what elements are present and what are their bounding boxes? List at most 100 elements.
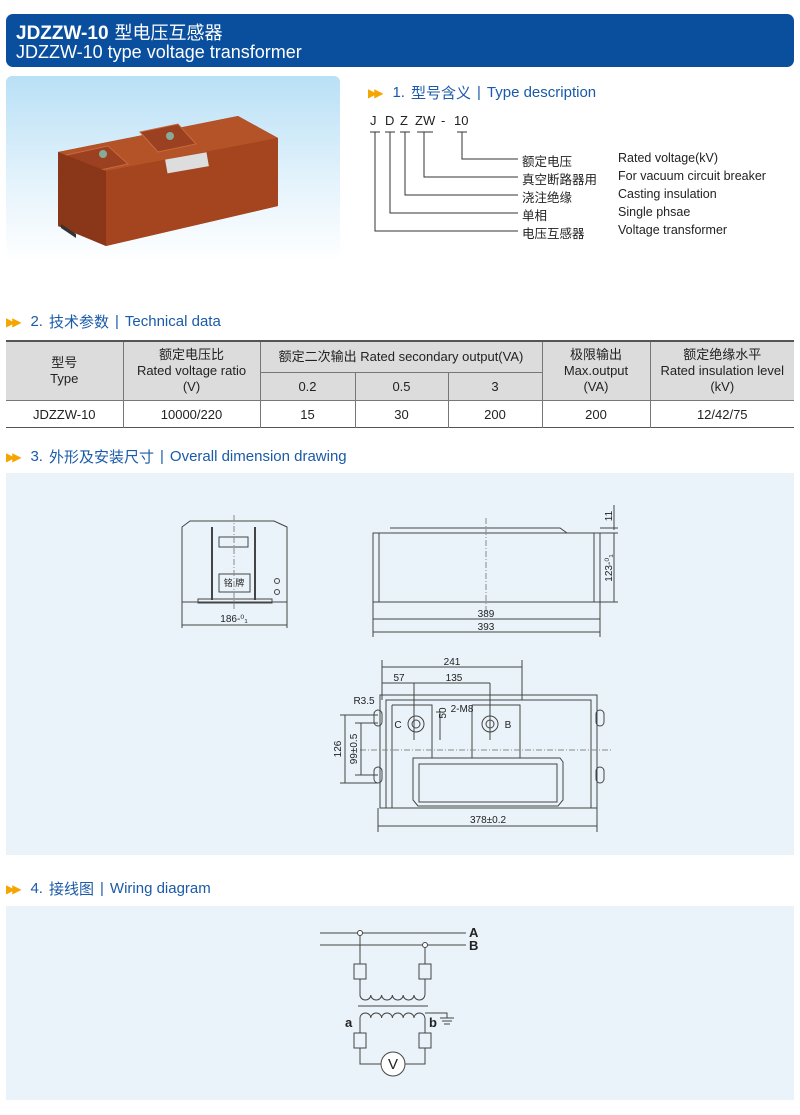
section-number: 4. [30, 880, 43, 897]
code-letter: D [385, 113, 395, 128]
nameplate [165, 152, 209, 174]
code-item-cn: 额定电压 [522, 155, 573, 169]
header-class-0-2: 0.2 [260, 372, 356, 401]
title-en: JDZZW-10 type voltage transformer [16, 42, 302, 62]
wiring-diagram: A B a b V [320, 925, 479, 1077]
section-heading-technical-data: ▶▶ 2. 技术参数 | Technical data [6, 311, 221, 332]
title-cn: 型电压互感器 [114, 23, 223, 43]
dim-50: 50 [438, 707, 449, 719]
node-a [357, 930, 363, 936]
label-a: A [469, 925, 479, 940]
dim-241: 241 [444, 657, 461, 668]
dimension-drawing-panel: 铭 牌 186-⁰₁ 389 393 11 123-⁰₁ 241 57 135 … [6, 473, 794, 855]
dim-11: 11 [604, 510, 615, 521]
arrow-bullet-icon: ▶▶ [6, 449, 22, 464]
header-class-3: 3 [447, 372, 542, 401]
voltmeter-icon [380, 1051, 406, 1077]
cell-ratio: 10000/220 [122, 400, 261, 428]
section-title-cn: 外形及安装尺寸 [48, 449, 154, 466]
terminal-b: B [505, 720, 512, 731]
dim-389: 389 [478, 609, 495, 620]
label-b: B [469, 938, 478, 953]
fuse [418, 1032, 432, 1049]
terminal-c: C [394, 720, 401, 731]
model-title: JDZZW-10 [16, 23, 109, 44]
section-title-cn: 型号含义 [410, 85, 471, 102]
thread-label: 2-M8 [451, 704, 474, 715]
section-number: 1. [392, 84, 405, 101]
voltmeter-label: V [388, 1056, 398, 1073]
dim-57: 57 [393, 673, 405, 684]
dimension-drawing: 铭 牌 186-⁰₁ 389 393 11 123-⁰₁ 241 57 135 … [181, 505, 618, 832]
code-item-cn: 浇注绝缘 [522, 191, 573, 205]
radius-label: R3.5 [353, 696, 375, 707]
dim-378: 378±0.2 [470, 815, 507, 826]
dim-99: 99±0.5 [349, 733, 360, 764]
dim-123: 123-⁰₁ [604, 554, 615, 582]
product-photo [6, 76, 340, 262]
cell-insulation: 12/42/75 [649, 400, 794, 428]
header-class-0-5: 0.5 [354, 372, 449, 401]
product-front [106, 138, 278, 246]
cell-type: JDZZW-10 [6, 400, 124, 428]
section-title-en: Technical data [124, 313, 221, 330]
section-number: 3. [30, 448, 43, 465]
nameplate-label: 铭 牌 [224, 577, 245, 588]
dim-135: 135 [446, 673, 463, 684]
section-title-en: Overall dimension drawing [169, 448, 347, 465]
code-letter: Z [400, 113, 408, 128]
dim-393: 393 [478, 622, 495, 633]
dim-186: 186-⁰₁ [220, 614, 248, 625]
label-sec-a: a [345, 1015, 353, 1030]
code-item-en: Voltage transformer [618, 223, 728, 237]
code-item-en: Single phsae [618, 205, 691, 219]
code-item-cn: 单相 [522, 209, 548, 223]
code-item-en: Rated voltage(kV) [618, 151, 719, 165]
side-view [372, 505, 618, 637]
code-letter: - [441, 113, 446, 128]
secondary-coil [359, 1012, 426, 1019]
section-title-en: Type description [486, 84, 597, 101]
cell-output-0-5: 30 [354, 400, 449, 428]
cell-max-output: 200 [541, 400, 651, 428]
cell-output-3: 200 [447, 400, 543, 428]
wiring-diagram-panel: A B a b V [6, 906, 794, 1100]
section-title-cn: 接线图 [48, 881, 94, 898]
leader-lines [370, 131, 518, 232]
arrow-bullet-icon: ▶▶ [6, 881, 22, 896]
code-item-en: For vacuum circuit breaker [618, 169, 766, 183]
fuse [353, 963, 367, 980]
front-view [181, 515, 288, 628]
section-heading-wiring-diagram: ▶▶ 4. 接线图 | Wiring diagram [6, 878, 211, 899]
table-row: JDZZW-10 10000/220 15 30 200 200 12/42/7… [6, 400, 794, 428]
code-letter: J [370, 113, 377, 128]
separator: | [115, 313, 119, 330]
primary-coil [359, 994, 426, 1001]
code-letter: 10 [454, 113, 469, 128]
label-sec-b: b [429, 1015, 437, 1030]
arrow-bullet-icon: ▶▶ [368, 85, 384, 100]
fuse [353, 1032, 367, 1049]
code-item-en: Casting insulation [618, 187, 717, 201]
code-item-cn: 电压互感器 [522, 227, 585, 241]
code-item-cn: 真空断路器用 [522, 173, 598, 187]
separator: | [100, 880, 104, 897]
dim-126: 126 [333, 740, 344, 757]
cell-output-0-2: 15 [259, 400, 356, 428]
fuse [418, 963, 432, 980]
section-number: 2. [30, 313, 43, 330]
separator: | [160, 448, 164, 465]
section-title-en: Wiring diagram [109, 880, 211, 897]
section-heading-type-description: ▶▶ 1. 型号含义 | Type description [368, 82, 596, 103]
code-letter: ZW [415, 113, 436, 128]
node-b [422, 942, 428, 948]
ground-icon [440, 1017, 454, 1025]
section-title-cn: 技术参数 [48, 314, 109, 331]
